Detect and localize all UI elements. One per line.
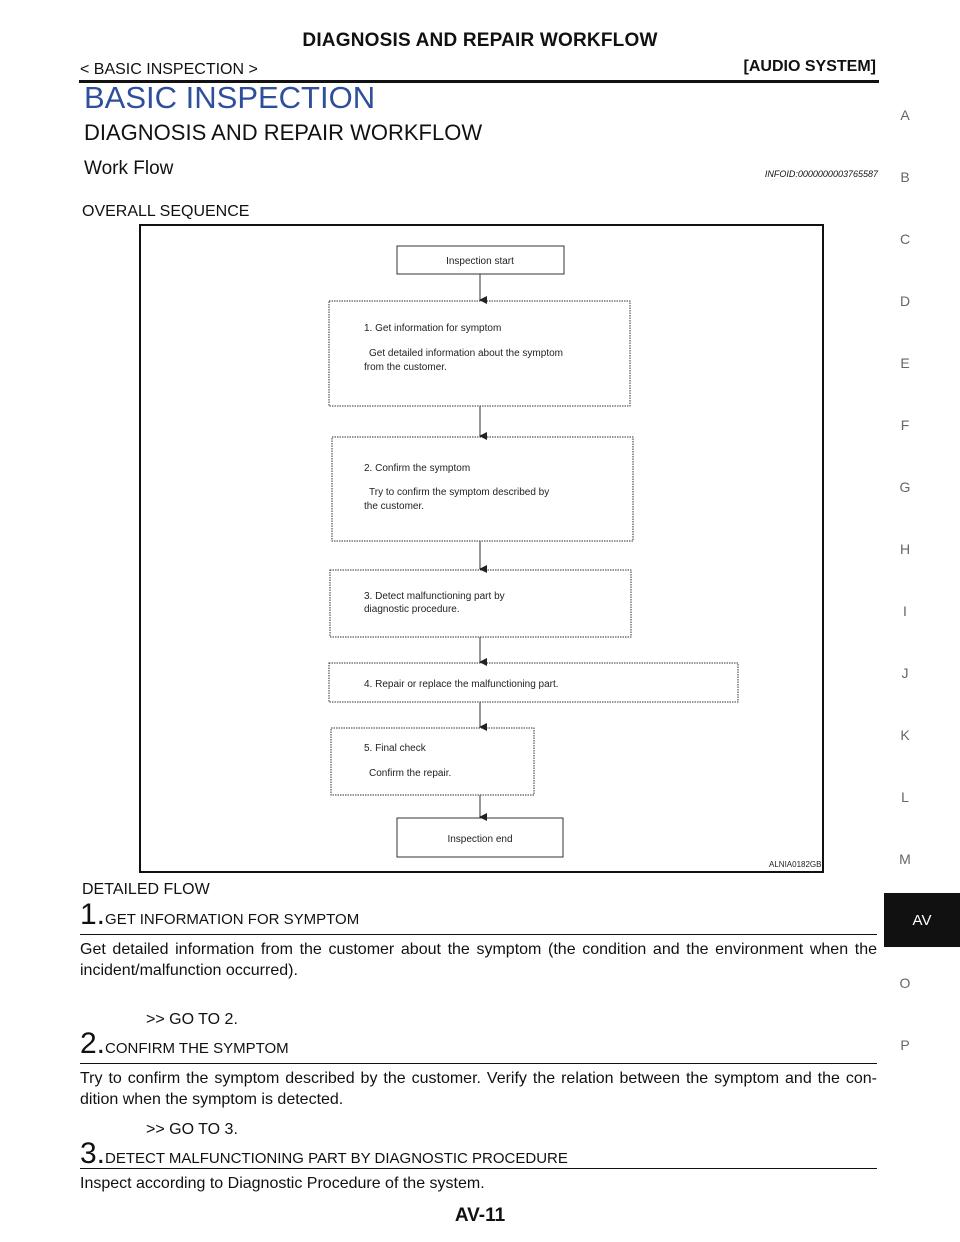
page-header-title: DIAGNOSIS AND REPAIR WORKFLOW <box>302 30 658 51</box>
flow-text-step1-title: 1. Get information for symptom <box>364 323 501 334</box>
system-label: [AUDIO SYSTEM] <box>743 58 876 75</box>
flow-box-step4 <box>328 662 739 703</box>
flow-text-step2-title: 2. Confirm the symptom <box>364 463 470 474</box>
step-1-goto[interactable]: >> GO TO 2. <box>146 1011 238 1028</box>
header-divider <box>79 80 879 83</box>
step-3-body: Inspect according to Diagnostic Procedur… <box>80 1175 485 1192</box>
flow-box-step5 <box>330 727 535 796</box>
flowchart-svg: Inspection start 1. Get information for … <box>328 245 821 869</box>
step-number: 1. <box>80 898 106 931</box>
figure-id: ALNIA0182GB <box>769 860 821 869</box>
section-heading: BASIC INSPECTION <box>84 80 376 115</box>
side-index-a[interactable]: A <box>900 107 910 123</box>
breadcrumb: < BASIC INSPECTION > <box>80 61 258 78</box>
side-index-d[interactable]: D <box>899 293 911 309</box>
flow-text-step2-line1: Try to confirm the symptom described by <box>369 487 549 498</box>
side-index-b[interactable]: B <box>900 169 910 185</box>
subsection-heading: DIAGNOSIS AND REPAIR WORKFLOW <box>84 120 483 145</box>
flow-text-step3-line1: 3. Detect malfunctioning part by <box>364 591 505 602</box>
step-number: 3. <box>80 1137 106 1170</box>
flow-text-step5-title: 5. Final check <box>364 743 427 754</box>
step-title: DETECT MALFUNCTIONING PART BY DIAGNOSTIC… <box>105 1150 568 1167</box>
flow-text-step1-line1: Get detailed information about the sympt… <box>369 348 563 359</box>
step-2-goto[interactable]: >> GO TO 3. <box>146 1121 238 1138</box>
step-2-heading: 2.CONFIRM THE SYMPTOM <box>80 1027 289 1061</box>
step-divider <box>80 934 877 935</box>
side-index-g[interactable]: G <box>899 479 911 495</box>
flow-text-start: Inspection start <box>446 256 514 267</box>
step-divider <box>80 1063 877 1064</box>
overall-sequence-label: OVERALL SEQUENCE <box>82 203 250 220</box>
step-2-body: Try to confirm the symptom described by … <box>80 1070 877 1108</box>
side-index-i[interactable]: I <box>903 603 907 619</box>
side-index-av-active[interactable]: AV <box>884 893 960 947</box>
side-index-p[interactable]: P <box>900 1037 910 1053</box>
step-1-body: Get detailed information from the custom… <box>80 941 877 979</box>
step-divider <box>80 1168 877 1169</box>
step-3-heading: 3.DETECT MALFUNCTIONING PART BY DIAGNOST… <box>80 1137 568 1171</box>
side-index-j[interactable]: J <box>901 665 909 681</box>
flow-text-step2-line2: the customer. <box>364 501 424 512</box>
side-index-m[interactable]: M <box>899 851 911 867</box>
step-1-heading: 1.GET INFORMATION FOR SYMPTOM <box>80 898 359 932</box>
flow-text-step3-line2: diagnostic procedure. <box>364 604 460 615</box>
flow-text-end: Inspection end <box>447 834 512 845</box>
side-index-c[interactable]: C <box>899 231 911 247</box>
flow-text-step1-line2: from the customer. <box>364 362 447 373</box>
page-number: AV-11 <box>454 1205 506 1226</box>
side-index-l[interactable]: L <box>901 789 909 805</box>
side-index-h[interactable]: H <box>899 541 911 557</box>
flow-text-step5-line1: Confirm the repair. <box>369 768 451 779</box>
topic-heading: Work Flow <box>84 158 174 179</box>
info-id: INFOID:0000000003765587 <box>764 169 878 179</box>
side-index-f[interactable]: F <box>900 417 910 433</box>
step-title: GET INFORMATION FOR SYMPTOM <box>105 911 360 928</box>
flow-text-step4-title: 4. Repair or replace the malfunctioning … <box>364 679 559 690</box>
side-index-o[interactable]: O <box>899 975 911 991</box>
side-index-k[interactable]: K <box>900 727 910 743</box>
workflow-flowchart: Inspection start 1. Get information for … <box>139 224 824 873</box>
side-index-e[interactable]: E <box>900 355 910 371</box>
step-title: CONFIRM THE SYMPTOM <box>105 1040 289 1057</box>
step-number: 2. <box>80 1027 106 1060</box>
detailed-flow-label: DETAILED FLOW <box>82 881 210 898</box>
